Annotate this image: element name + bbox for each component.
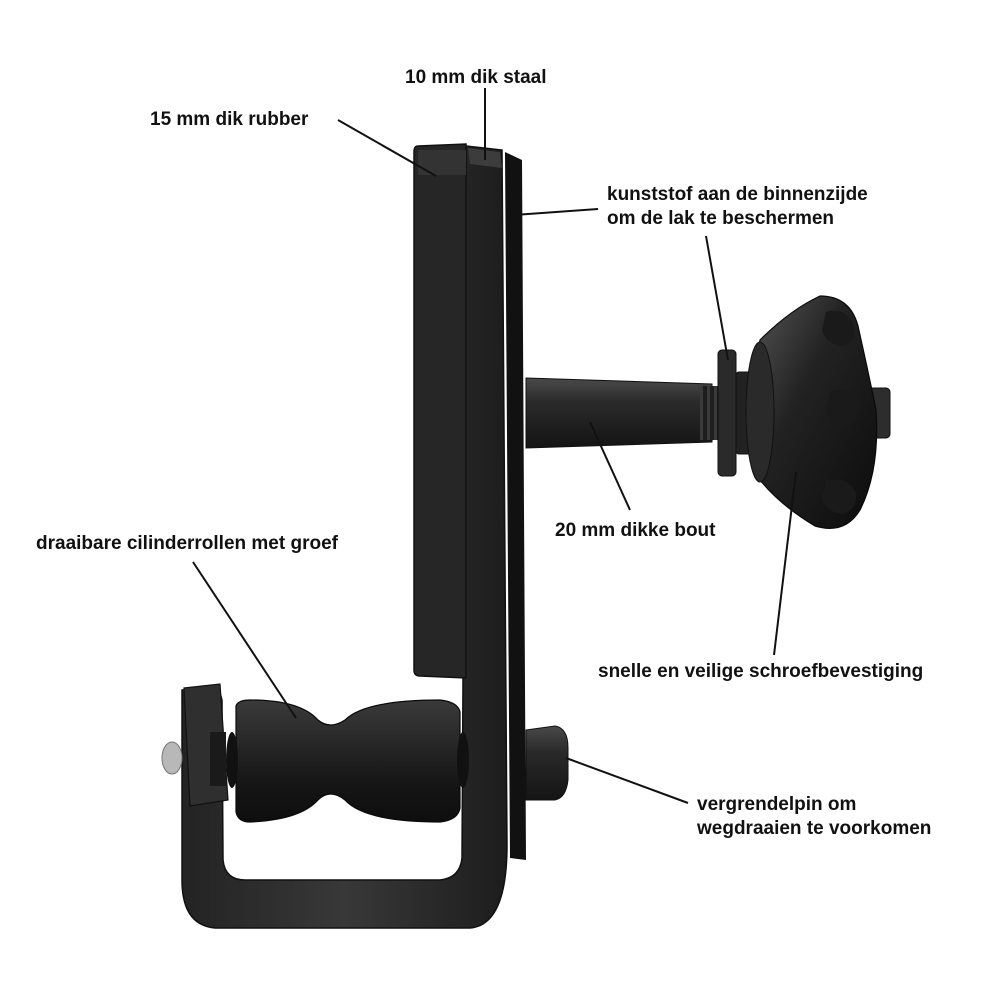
star-knob: [745, 295, 878, 529]
label-rollers-text: draaibare cilinderrollen met groef: [36, 533, 338, 554]
leader-plastic: [513, 208, 599, 216]
label-pin-line2: wegdraaien te voorkomen: [697, 818, 932, 839]
label-pin: vergrendelpin om wegdraaien te voorkomen: [697, 793, 931, 841]
leader-plastic-knob: [705, 235, 729, 361]
label-plastic-line2: om de lak te beschermen: [607, 208, 835, 229]
label-bolt: 20 mm dikke bout: [555, 519, 716, 543]
label-steel: 10 mm dik staal: [405, 66, 547, 90]
label-plastic-line1: kunststof aan de binnenzijde: [607, 184, 868, 205]
label-bolt-text: 20 mm dikke bout: [555, 520, 716, 541]
label-plastic: kunststof aan de binnenzijde om de lak t…: [607, 183, 868, 231]
label-rubber-text: 15 mm dik rubber: [150, 109, 309, 130]
leader-rubber: [337, 119, 437, 177]
steel-bracket: [181, 145, 508, 929]
label-rubber: 15 mm dik rubber: [150, 108, 308, 132]
label-screw-text: snelle en veilige schroefbevestiging: [598, 661, 924, 682]
plastic-plate: [505, 152, 526, 860]
label-steel-text: 10 mm dik staal: [405, 67, 547, 88]
leader-screw: [773, 471, 797, 656]
label-screw: snelle en veilige schroefbevestiging: [598, 660, 923, 684]
rubber-pad: [413, 143, 467, 679]
leader-rollers: [192, 561, 297, 719]
leader-pin: [565, 757, 689, 804]
leader-lines: [192, 88, 797, 804]
leader-bolt: [589, 421, 631, 511]
label-rollers: draaibare cilinderrollen met groef: [36, 532, 338, 556]
locking-pin: [525, 725, 569, 801]
label-pin-line1: vergrendelpin om: [697, 794, 857, 815]
cylinder-roller: [161, 699, 469, 823]
